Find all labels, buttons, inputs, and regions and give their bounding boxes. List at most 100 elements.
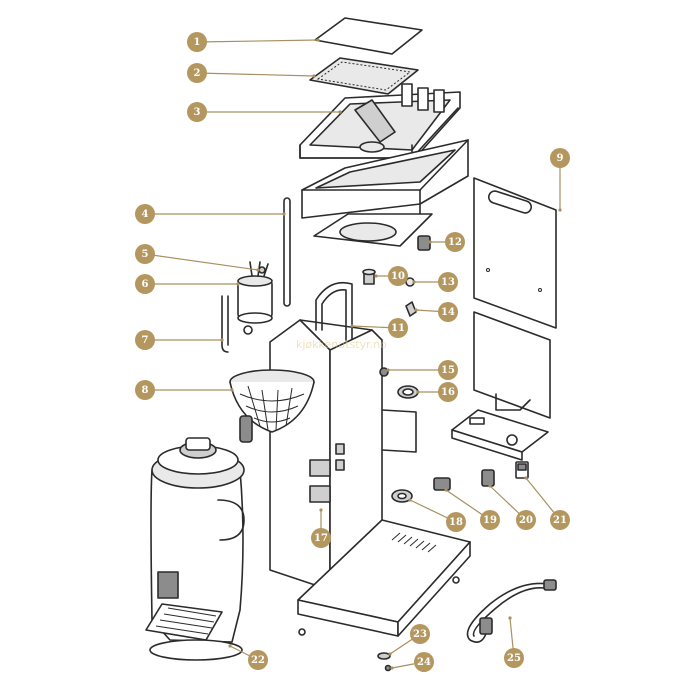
leader-tip-12 [428, 240, 432, 244]
callout-number: 24 [417, 657, 431, 668]
leader-tip-6 [236, 282, 240, 286]
callout-circle [438, 272, 458, 292]
callout-number: 8 [142, 385, 149, 396]
callout-circle [135, 274, 155, 294]
callout-circle [446, 512, 466, 532]
callout-number: 14 [441, 307, 455, 318]
callout-number: 13 [441, 277, 455, 288]
callout-badge-5: 5 [135, 244, 155, 264]
part-lid [314, 17, 423, 55]
callout-badge-16: 16 [438, 382, 458, 402]
callout-badge-23: 23 [410, 624, 430, 644]
callout-circle [311, 528, 331, 548]
callout-circle [438, 382, 458, 402]
leader-tip-20 [488, 484, 492, 488]
part-switch-20 [481, 469, 495, 487]
part-rear-panel-upper [473, 177, 557, 329]
callout-circle [414, 652, 434, 672]
callout-number: 21 [553, 515, 567, 526]
leader-line-5 [144, 253, 259, 271]
callout-circle [550, 148, 570, 168]
part-power-cord [466, 579, 557, 643]
part-valve-10 [362, 268, 376, 285]
leader-tip-23 [388, 652, 392, 656]
callout-number: 16 [441, 387, 455, 398]
leader-line-1 [196, 39, 319, 43]
part-knob-15 [379, 367, 389, 377]
callout-circle [445, 232, 465, 252]
callout-number: 7 [142, 335, 149, 346]
callout-number: 1 [194, 37, 201, 48]
callout-number: 23 [413, 629, 427, 640]
callout-circle [480, 510, 500, 530]
callout-circle [187, 32, 207, 52]
callout-circle [187, 63, 207, 83]
part-grommet-18 [391, 489, 413, 503]
callout-number: 12 [448, 237, 462, 248]
leader-tip-19 [444, 488, 448, 492]
leader-line-2 [196, 72, 315, 77]
leader-tip-21 [524, 476, 528, 480]
callout-circle [388, 318, 408, 338]
part-spreader-housing [301, 139, 469, 219]
callout-badge-14: 14 [438, 302, 458, 322]
callout-badge-25: 25 [504, 648, 524, 668]
callout-badge-6: 6 [135, 274, 155, 294]
callout-badge-10: 10 [388, 266, 408, 286]
part-water-tank [299, 83, 461, 159]
callout-circle [550, 510, 570, 530]
watermark: kjøkkenutstyr.no [296, 338, 387, 351]
callout-badge-20: 20 [516, 510, 536, 530]
leader-tip-13 [412, 280, 416, 284]
callout-number: 15 [441, 365, 455, 376]
callout-number: 6 [142, 279, 149, 290]
callout-number: 5 [142, 249, 149, 260]
callout-badge-17: 17 [311, 528, 331, 548]
callout-number: 25 [507, 653, 521, 664]
leader-tip-2 [312, 74, 316, 78]
leader-tip-14 [414, 308, 418, 312]
part-j-tube [221, 295, 229, 353]
callout-circle [187, 102, 207, 122]
part-foot-23 [377, 652, 391, 660]
callout-badge-9: 9 [550, 148, 570, 168]
leader-tip-1 [316, 38, 320, 42]
leader-tip-22 [228, 644, 232, 648]
callout-circle [135, 204, 155, 224]
part-u-tube [315, 281, 353, 341]
callout-number: 20 [519, 515, 533, 526]
callout-circle [135, 330, 155, 350]
leader-tip-3 [338, 110, 342, 114]
leader-tip-15 [386, 368, 390, 372]
leader-tip-24 [390, 666, 394, 670]
part-filter-basket [229, 369, 315, 443]
callout-circle [438, 360, 458, 380]
callout-badge-4: 4 [135, 204, 155, 224]
part-screw-14 [405, 301, 417, 317]
callout-number: 11 [391, 323, 405, 334]
callout-badge-11: 11 [388, 318, 408, 338]
callout-badge-8: 8 [135, 380, 155, 400]
callout-circle [388, 266, 408, 286]
callout-circle [248, 650, 268, 670]
callout-badge-24: 24 [414, 652, 434, 672]
callout-number: 9 [557, 153, 564, 164]
callout-badge-2: 2 [187, 63, 207, 83]
part-switch-19 [433, 477, 451, 491]
part-rear-panel-lower [473, 311, 551, 419]
callout-number: 3 [194, 107, 201, 118]
callout-circle [135, 244, 155, 264]
callout-badge-22: 22 [248, 650, 268, 670]
callout-circle [504, 648, 524, 668]
callout-badge-3: 3 [187, 102, 207, 122]
leader-tip-8 [230, 388, 234, 392]
leader-tip-25 [508, 616, 512, 620]
callout-circle [438, 302, 458, 322]
callout-badge-19: 19 [480, 510, 500, 530]
part-clip-12 [417, 235, 431, 251]
leader-tip-5 [256, 268, 260, 272]
callout-badge-15: 15 [438, 360, 458, 380]
leader-tip-10 [374, 274, 378, 278]
